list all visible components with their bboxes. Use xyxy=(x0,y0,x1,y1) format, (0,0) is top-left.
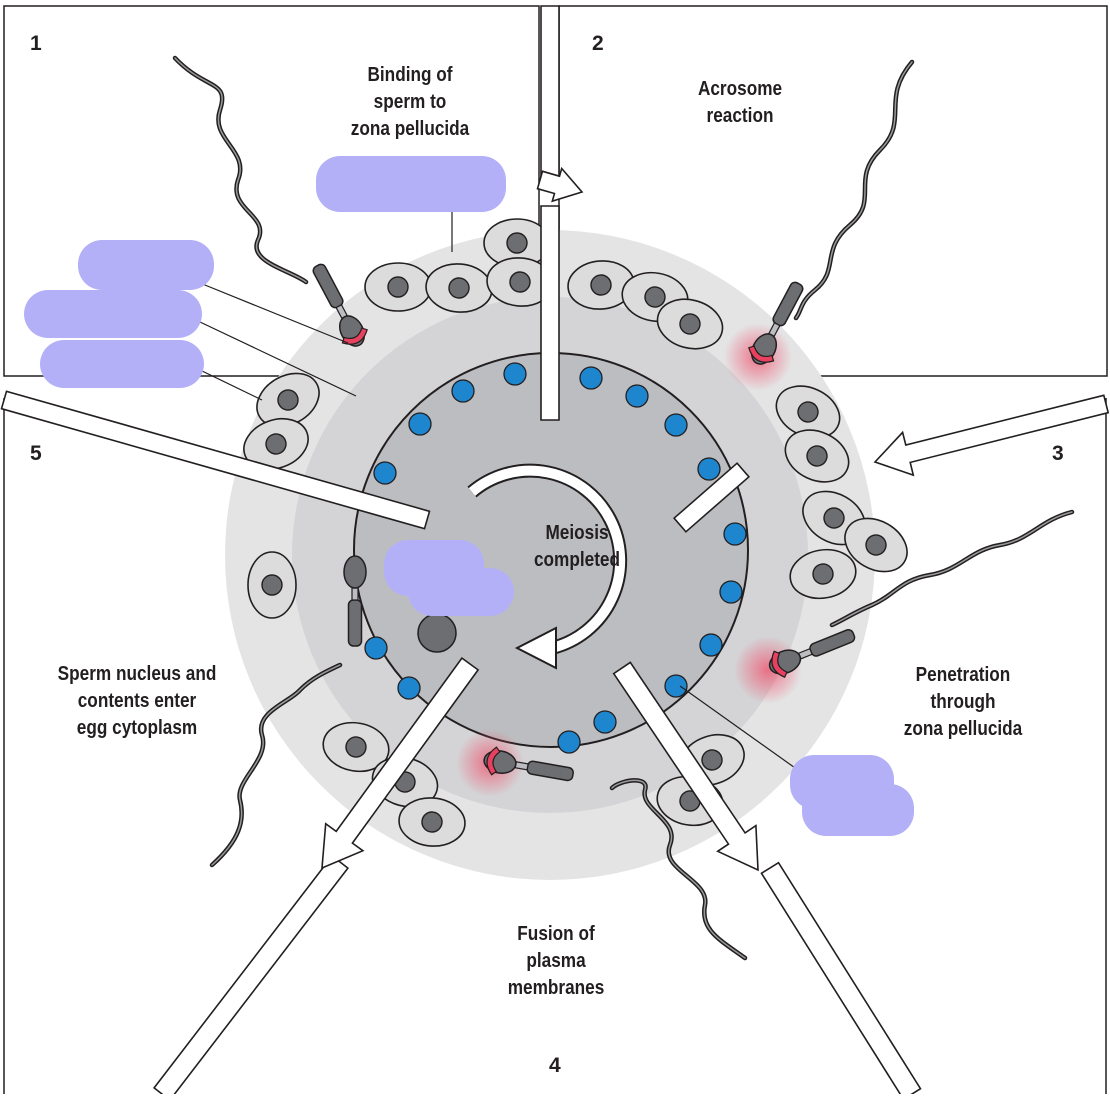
follicle-cell-icon xyxy=(256,372,320,428)
leader-line xyxy=(199,369,263,401)
leader-line xyxy=(679,685,813,781)
step-2-label: Acrosome reaction xyxy=(671,76,809,130)
cortical-granule-icon xyxy=(664,413,688,437)
step-3-label: Penetration through zona pellucida xyxy=(893,662,1032,743)
follicle-cell-icon xyxy=(789,548,857,600)
cortical-granule-icon xyxy=(397,676,421,700)
cortical-granule-icon xyxy=(557,730,581,754)
step-3-label-line: Penetration xyxy=(915,664,1011,686)
leader-line xyxy=(199,321,357,397)
step-arrow-icon xyxy=(672,462,751,533)
step-5-label: Sperm nucleus and contents enter egg cyt… xyxy=(47,661,228,742)
cortical-granules xyxy=(364,362,747,754)
center-label: Meiosis completed xyxy=(521,520,633,574)
follicle-cell-icon xyxy=(322,721,390,773)
step-number-2: 2 xyxy=(592,32,604,55)
leader-line xyxy=(199,282,349,344)
follicle-cell-icon xyxy=(398,797,466,847)
cortical-granule-icon xyxy=(593,710,617,734)
cortical-granule-icon xyxy=(373,461,397,485)
step-arrow-icon xyxy=(0,390,431,530)
sperm-cells xyxy=(172,55,1075,961)
follicle-cell-icon xyxy=(775,385,841,439)
cortical-granule-icon xyxy=(364,636,388,660)
sperm-icon xyxy=(172,55,368,347)
step-1-label-line: Binding of xyxy=(367,64,453,86)
step-3-label-line: zona pellucida xyxy=(903,718,1023,740)
follicle-cell-icon xyxy=(364,262,432,312)
cortical-granule-icon xyxy=(625,384,649,408)
cortical-granule-icon xyxy=(719,580,743,604)
cortical-granule-icon xyxy=(723,522,747,546)
step-5-label-line: egg cytoplasm xyxy=(76,717,198,739)
step-5-label-line: Sperm nucleus and xyxy=(57,663,217,685)
step-number-1: 1 xyxy=(30,32,42,55)
step-3-label-line: through xyxy=(930,691,996,713)
cortical-granule-icon xyxy=(579,366,603,390)
step-arrow-icon xyxy=(540,205,560,421)
step-1-label-line: sperm to xyxy=(373,91,447,113)
follicle-cell-icon xyxy=(656,298,724,350)
step-4-label-line: Fusion of xyxy=(517,923,595,945)
follicle-cell-icon xyxy=(486,257,554,307)
step-arrow-icon xyxy=(152,854,350,1099)
sperm-icon xyxy=(209,555,367,868)
step-4-label-line: membranes xyxy=(507,977,605,999)
cortical-granule-icon xyxy=(699,633,723,657)
panel-1-frame xyxy=(3,5,540,377)
step-arrow-icon xyxy=(536,166,584,203)
redacted-label xyxy=(24,290,202,338)
follicle-cell-icon xyxy=(243,417,309,471)
step-1-label-line: zona pellucida xyxy=(350,118,470,140)
cortical-granule-icon xyxy=(664,674,688,698)
step-number-3: 3 xyxy=(1052,442,1064,465)
panel-frames xyxy=(3,5,1108,1094)
step-4-label: Fusion of plasma membranes xyxy=(487,921,625,1002)
cycle-arrow-icon xyxy=(467,463,628,670)
cortical-granule-icon xyxy=(408,412,432,436)
sperm-icon xyxy=(748,59,915,365)
follicle-cell-icon xyxy=(784,429,850,483)
sperm-icon xyxy=(768,509,1075,679)
redacted-label xyxy=(78,240,214,290)
step-arrow-icon xyxy=(540,5,560,181)
step-arrow-icon xyxy=(321,656,480,870)
redacted-label xyxy=(40,340,204,388)
sperm-icon xyxy=(483,746,748,961)
step-number-5: 5 xyxy=(30,442,42,465)
cortical-granule-icon xyxy=(697,457,721,481)
step-arrow-icon xyxy=(873,394,1110,477)
redacted-label xyxy=(408,568,514,616)
step-1-label: Binding of sperm to zona pellucida xyxy=(341,62,479,143)
step-number-4: 4 xyxy=(549,1054,561,1077)
leader-lines xyxy=(199,206,813,781)
step-5-label-line: contents enter xyxy=(77,690,197,712)
center-label-line: Meiosis xyxy=(545,522,609,544)
step-arrow-icon xyxy=(612,661,759,872)
step-4-label-line: plasma xyxy=(526,950,586,972)
cortical-granule-icon xyxy=(451,379,475,403)
step-arrow-icon xyxy=(760,861,922,1099)
redacted-label xyxy=(316,156,506,212)
follicle-cell-icon xyxy=(247,551,297,619)
cortical-granule-icon xyxy=(503,362,527,386)
step-2-label-line: Acrosome xyxy=(697,78,783,100)
egg xyxy=(225,230,875,880)
center-label-line: completed xyxy=(533,549,621,571)
redacted-label xyxy=(802,784,914,836)
follicle-cell-icon xyxy=(425,263,493,313)
egg-nucleus xyxy=(417,613,457,653)
step-arrows xyxy=(0,5,1110,1099)
follicle-cell-icon xyxy=(844,517,908,573)
step-2-label-line: reaction xyxy=(706,105,774,127)
